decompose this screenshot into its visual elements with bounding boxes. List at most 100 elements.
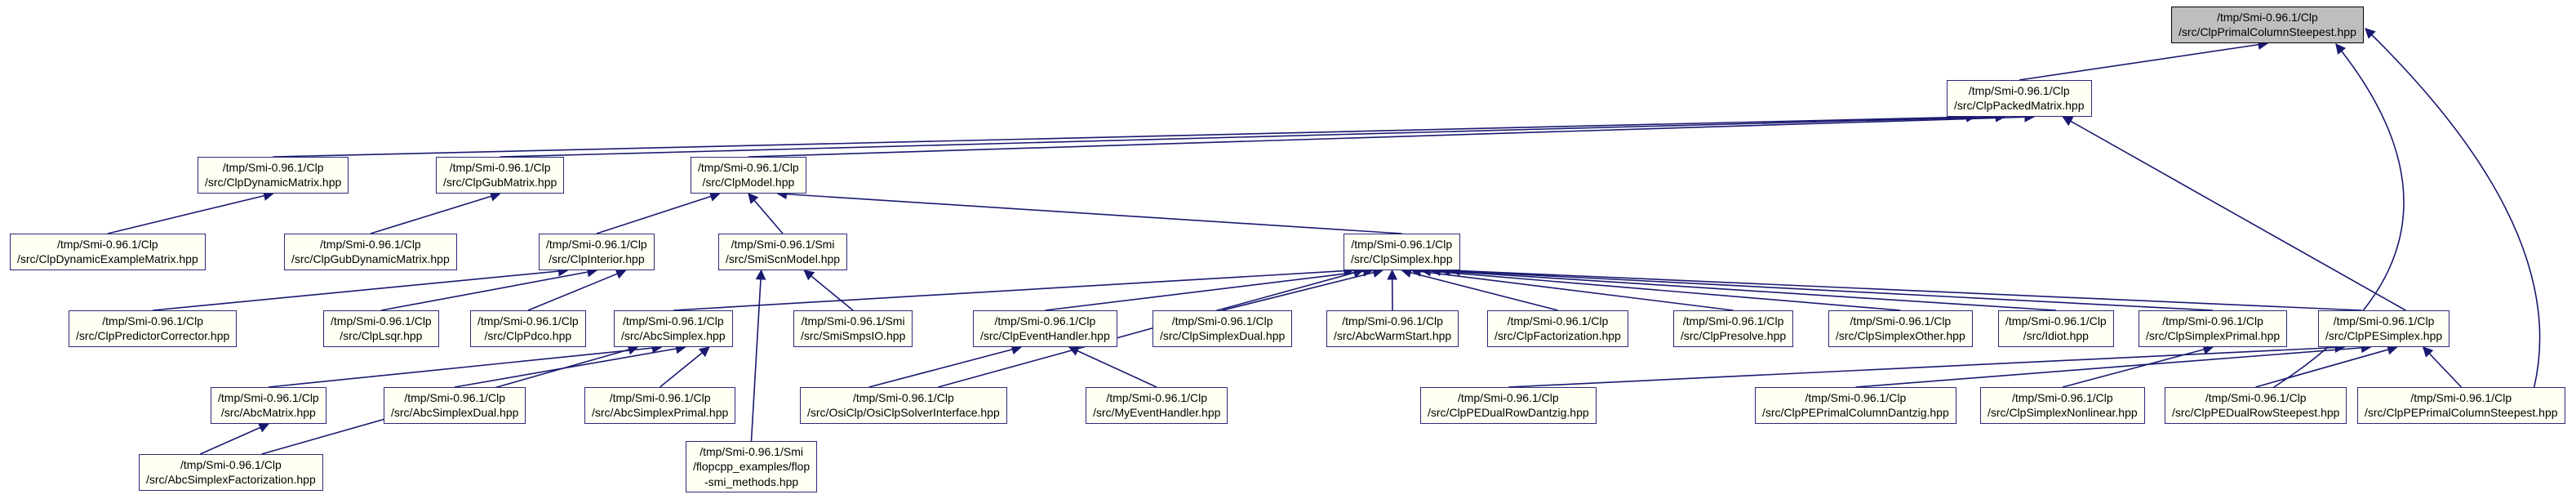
node-label-line: /src/AbcWarmStart.hpp: [1334, 329, 1452, 343]
include-edge-pesimplex-to-simplex: [1449, 265, 2362, 311]
graph-node-pedualrowsteepest[interactable]: /tmp/Smi-0.96.1/Clp/src/ClpPEDualRowStee…: [2165, 387, 2347, 424]
graph-node-simplexnonlinear[interactable]: /tmp/Smi-0.96.1/Clp/src/ClpSimplexNonlin…: [1980, 387, 2145, 424]
include-edge-simplexother-to-simplex: [1420, 265, 1901, 311]
graph-node-smismps[interactable]: /tmp/Smi-0.96.1/Smi/src/SmiSmpsIO.hpp: [793, 310, 913, 347]
node-label-line: /src/ClpEventHandler.hpp: [980, 329, 1110, 343]
node-label-line: /tmp/Smi-0.96.1/Clp: [1342, 314, 1443, 327]
graph-node-predcorr[interactable]: /tmp/Smi-0.96.1/Clp/src/ClpPredictorCorr…: [69, 310, 238, 347]
include-edge-dynex-to-dynmat: [107, 190, 274, 234]
include-edge-osiclp-to-simplex: [938, 267, 1365, 388]
node-label-line: /src/AbcSimplexPrimal.hpp: [592, 406, 729, 420]
graph-node-pedualrowdantzig[interactable]: /tmp/Smi-0.96.1/Clp/src/ClpPEDualRowDant…: [1420, 387, 1597, 424]
graph-node-gubdyn[interactable]: /tmp/Smi-0.96.1/Clp/src/ClpGubDynamicMat…: [284, 234, 457, 270]
node-label-line: /src/SmiSmpsIO.hpp: [801, 329, 906, 343]
graph-node-dynmat[interactable]: /tmp/Smi-0.96.1/Clp/src/ClpDynamicMatrix…: [198, 157, 349, 194]
graph-node-model[interactable]: /tmp/Smi-0.96.1/Clp/src/ClpModel.hpp: [691, 157, 806, 194]
graph-node-osiclp[interactable]: /tmp/Smi-0.96.1/Clp/src/OsiClp/OsiClpSol…: [800, 387, 1007, 424]
node-label-line: /src/ClpPackedMatrix.hpp: [1954, 99, 2085, 113]
include-edge-presolve-to-simplex: [1410, 266, 1734, 311]
node-label-line: /src/MyEventHandler.hpp: [1093, 406, 1221, 420]
include-edge-pesimplex-to-packed: [2062, 116, 2406, 311]
node-label-line: /src/ClpPresolve.hpp: [1681, 329, 1787, 343]
node-label-line: /src/AbcMatrix.hpp: [220, 406, 316, 420]
node-label-line: /tmp/Smi-0.96.1/Clp: [222, 161, 324, 174]
graph-node-root[interactable]: /tmp/Smi-0.96.1/Clp/src/ClpPrimalColumnS…: [2171, 7, 2364, 43]
graph-node-abcwarm[interactable]: /tmp/Smi-0.96.1/Clp/src/AbcWarmStart.hpp: [1326, 310, 1459, 347]
graph-node-abcmatrix[interactable]: /tmp/Smi-0.96.1/Clp/src/AbcMatrix.hpp: [211, 387, 326, 424]
node-label-line: /tmp/Smi-0.96.1/Clp: [1850, 314, 1952, 327]
include-edge-interior-to-model: [596, 191, 721, 234]
node-label-line: /tmp/Smi-0.96.1/Clp: [218, 391, 319, 404]
node-label-line: /tmp/Smi-0.96.1/Clp: [1106, 391, 1208, 404]
graph-node-interior[interactable]: /tmp/Smi-0.96.1/Clp/src/ClpInterior.hpp: [539, 234, 655, 270]
graph-node-factor[interactable]: /tmp/Smi-0.96.1/Clp/src/ClpFactorization…: [1487, 310, 1628, 347]
graph-node-abcsimplexprimal[interactable]: /tmp/Smi-0.96.1/Clp/src/AbcSimplexPrimal…: [584, 387, 736, 424]
node-label-line: -smi_methods.hpp: [704, 474, 799, 488]
include-edge-abcsimplexdual-to-abcsimplex: [454, 343, 686, 388]
include-edge-idiot-to-simplex: [1429, 265, 2057, 311]
node-label-line: /tmp/Smi-0.96.1/Clp: [1457, 391, 1559, 404]
include-edge-flop-to-smiscn: [750, 269, 766, 442]
graph-node-abcfact[interactable]: /tmp/Smi-0.96.1/Clp/src/AbcSimplexFactor…: [139, 454, 323, 491]
node-label-line: /tmp/Smi-0.96.1/Smi: [801, 314, 905, 327]
graph-node-flop[interactable]: /tmp/Smi-0.96.1/Smi/flopcpp_examples/flo…: [686, 441, 818, 493]
node-label-line: /src/ClpPEPrimalColumnDantzig.hpp: [1762, 406, 1949, 420]
include-edge-simplexprimal-to-simplex: [1439, 265, 2214, 311]
graph-node-gubmat[interactable]: /tmp/Smi-0.96.1/Clp/src/ClpGubMatrix.hpp: [436, 157, 565, 194]
node-label-line: /tmp/Smi-0.96.1/Clp: [2162, 314, 2263, 327]
node-label-line: /src/ClpSimplexOther.hpp: [1836, 329, 1965, 343]
include-edge-abcsimplex-to-simplex: [673, 265, 1355, 311]
include-edge-factor-to-simplex: [1401, 267, 1558, 311]
node-label-line: /src/SmiScnModel.hpp: [726, 252, 841, 266]
graph-node-simplexdual[interactable]: /tmp/Smi-0.96.1/Clp/src/ClpSimplexDual.h…: [1153, 310, 1293, 347]
node-label-line: /src/ClpModel.hpp: [702, 176, 795, 189]
node-label-line: /src/ClpSimplexPrimal.hpp: [2146, 329, 2281, 343]
node-label-line: /tmp/Smi-0.96.1/Clp: [449, 161, 551, 174]
node-label-line: /src/AbcSimplex.hpp: [621, 329, 726, 343]
node-label-line: /tmp/Smi-0.96.1/Clp: [2205, 391, 2307, 404]
node-label-line: /tmp/Smi-0.96.1/Clp: [698, 161, 799, 174]
graph-node-packed[interactable]: /tmp/Smi-0.96.1/Clp/src/ClpPackedMatrix.…: [1947, 80, 2092, 117]
node-label-line: /tmp/Smi-0.96.1/Smi: [700, 445, 804, 458]
node-label-line: /tmp/Smi-0.96.1/Clp: [180, 458, 282, 471]
node-label-line: /src/AbcSimplexDual.hpp: [391, 406, 519, 420]
graph-node-eventh[interactable]: /tmp/Smi-0.96.1/Clp/src/ClpEventHandler.…: [973, 310, 1117, 347]
node-label-line: /tmp/Smi-0.96.1/Clp: [331, 314, 432, 327]
graph-node-lsqr[interactable]: /tmp/Smi-0.96.1/Clp/src/ClpLsqr.hpp: [323, 310, 439, 347]
graph-node-simplex[interactable]: /tmp/Smi-0.96.1/Clp/src/ClpSimplex.hpp: [1344, 234, 1460, 270]
graph-node-presolve[interactable]: /tmp/Smi-0.96.1/Clp/src/ClpPresolve.hpp: [1673, 310, 1794, 347]
node-label-line: /flopcpp_examples/flop: [693, 460, 811, 474]
include-edge-smismps-to-smiscn: [803, 270, 854, 311]
node-label-line: /tmp/Smi-0.96.1/Clp: [477, 314, 579, 327]
graph-node-peprimalcolsteepest[interactable]: /tmp/Smi-0.96.1/Clp/src/ClpPEPrimalColum…: [2357, 387, 2565, 424]
graph-node-dynex[interactable]: /tmp/Smi-0.96.1/Clp/src/ClpDynamicExampl…: [10, 234, 206, 270]
node-label-line: /tmp/Smi-0.96.1/Clp: [1682, 314, 1784, 327]
node-label-line: /tmp/Smi-0.96.1/Clp: [1171, 314, 1273, 327]
graph-node-simplexother[interactable]: /tmp/Smi-0.96.1/Clp/src/ClpSimplexOther.…: [1828, 310, 1973, 347]
node-label-line: /tmp/Smi-0.96.1/Clp: [622, 314, 724, 327]
node-label-line: /src/ClpPrimalColumnSteepest.hpp: [2178, 25, 2356, 39]
node-label-line: /src/ClpPEPrimalColumnSteepest.hpp: [2365, 406, 2558, 420]
node-label-line: /tmp/Smi-0.96.1/Clp: [609, 391, 711, 404]
node-label-line: /src/ClpSimplex.hpp: [1351, 252, 1453, 266]
include-edge-eventh-to-simplex: [1045, 266, 1375, 311]
graph-node-smiscn[interactable]: /tmp/Smi-0.96.1/Smi/src/SmiScnModel.hpp: [718, 234, 848, 270]
node-label-line: /src/ClpSimplexDual.hpp: [1160, 329, 1286, 343]
graph-node-pesimplex[interactable]: /tmp/Smi-0.96.1/Clp/src/ClpPESimplex.hpp: [2318, 310, 2450, 347]
graph-node-peprimalcoldantzig[interactable]: /tmp/Smi-0.96.1/Clp/src/ClpPEPrimalColum…: [1755, 387, 1956, 424]
include-edge-myeventh-to-eventh: [1068, 345, 1157, 388]
include-edge-peprimalcolsteepest-to-root: [2365, 28, 2541, 388]
node-label-line: /src/ClpLsqr.hpp: [340, 329, 423, 343]
graph-node-pdco[interactable]: /tmp/Smi-0.96.1/Clp/src/ClpPdco.hpp: [470, 310, 586, 347]
graph-node-abcsimplexdual[interactable]: /tmp/Smi-0.96.1/Clp/src/AbcSimplexDual.h…: [384, 387, 526, 424]
include-edge-abcfact-to-abcmatrix: [200, 422, 270, 455]
graph-node-idiot[interactable]: /tmp/Smi-0.96.1/Clp/src/Idiot.hpp: [1998, 310, 2114, 347]
graph-node-simplexprimal[interactable]: /tmp/Smi-0.96.1/Clp/src/ClpSimplexPrimal…: [2139, 310, 2288, 347]
node-label-line: /tmp/Smi-0.96.1/Clp: [320, 238, 421, 251]
graph-node-abcsimplex[interactable]: /tmp/Smi-0.96.1/Clp/src/AbcSimplex.hpp: [614, 310, 733, 347]
node-label-line: /tmp/Smi-0.96.1/Clp: [2333, 314, 2435, 327]
graph-node-myeventh[interactable]: /tmp/Smi-0.96.1/Clp/src/MyEventHandler.h…: [1086, 387, 1228, 424]
node-label-line: /src/ClpFactorization.hpp: [1495, 329, 1621, 343]
node-label-line: /src/ClpPEDualRowSteepest.hpp: [2172, 406, 2340, 420]
